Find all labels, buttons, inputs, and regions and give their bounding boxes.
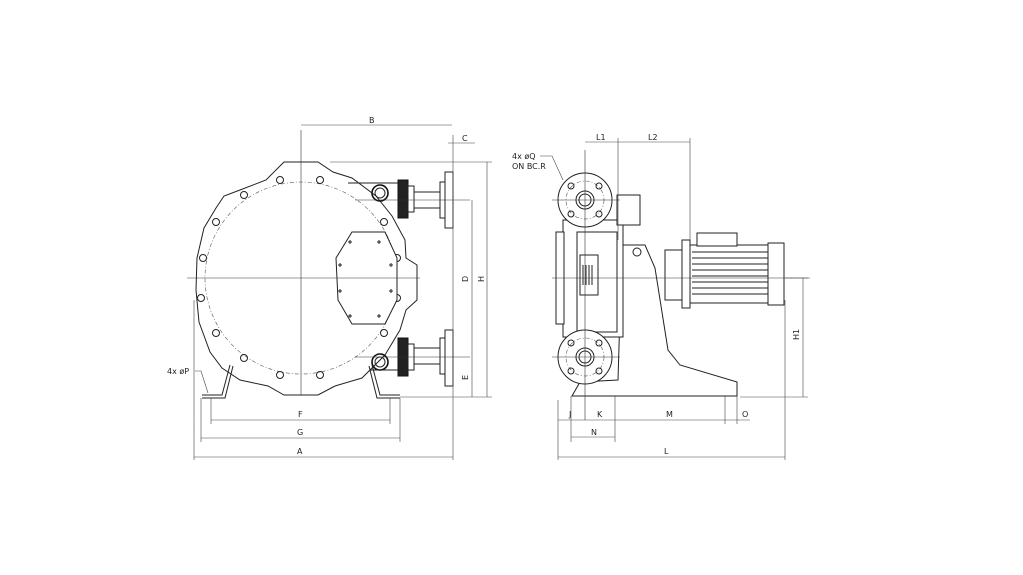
dim-label-F: F [298,410,303,419]
dim-label-L2: L2 [648,133,658,142]
side-view [552,150,810,420]
dim-label-E: E [461,375,470,380]
dim-label-M: M [666,410,673,419]
flange-hole-callout-line1: 4x øQ [512,152,536,161]
dim-label-A: A [297,447,303,456]
front-view [187,130,470,399]
dim-label-L1: L1 [596,133,606,142]
left-foot [202,364,234,399]
dim-label-D: D [461,276,470,282]
dim-label-O: O [742,410,748,419]
dim-label-C: C [462,134,468,143]
dim-label-N: N [591,428,597,437]
dim-label-B: B [369,116,375,125]
right-foot [368,364,400,399]
foot-hole-callout: 4x øP [167,367,189,376]
pump-housing [195,161,418,396]
flange-hole-callout-line2: ON BC.R [512,162,546,171]
motor [689,244,769,304]
dim-label-K: K [597,410,603,419]
dim-label-H1: H1 [792,329,801,340]
side-dimensions: L1 L2 H1 J K M O N L 4x øQ ON BC.R [512,133,808,460]
dim-label-H: H [477,276,486,282]
cover-bolts [338,240,393,318]
front-dimensions: B C D E H F G A 4x øP [167,116,492,460]
pedestal [571,244,738,397]
housing-bolts [197,176,401,379]
dim-label-J: J [568,410,571,419]
dim-label-G: G [297,428,303,437]
dim-label-L: L [664,447,669,456]
